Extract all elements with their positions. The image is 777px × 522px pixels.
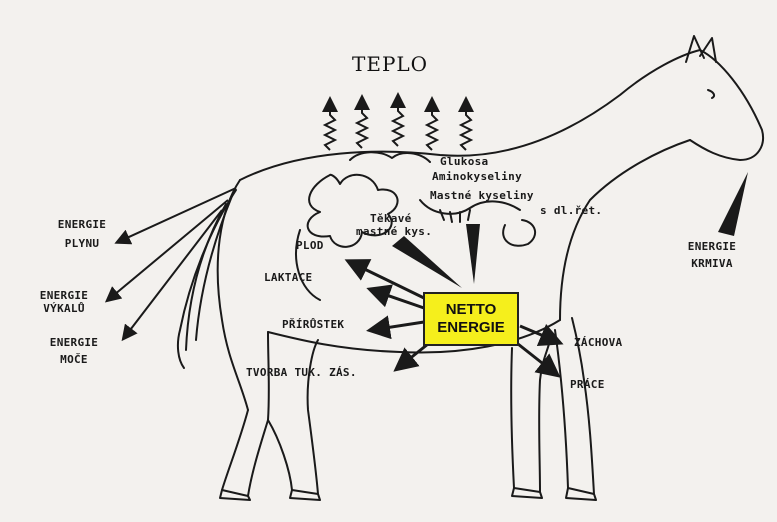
label-tekave: Těkavé [370, 212, 412, 225]
label-mastne-kyseliny: Mastné kyseliny [430, 189, 534, 202]
vykalu-line-1: ENERGIE [32, 289, 96, 302]
label-energie-vykalu: ENERGIE VÝKALŮ [32, 289, 96, 315]
label-aminokyseliny: Aminokyseliny [432, 170, 522, 183]
heat-title: TEPLO [352, 52, 428, 76]
label-energie-krmiva: ENERGIE KRMIVA [678, 240, 746, 270]
netto-line-2: ENERGIE [437, 319, 505, 337]
plynu-line-1: ENERGIE [50, 218, 114, 231]
moce-line-1: ENERGIE [42, 336, 106, 349]
label-energie-plynu: ENERGIE PLYNU [50, 218, 114, 250]
label-prirustek: PŘÍRŮSTEK [282, 318, 344, 331]
netto-line-1: NETTO [446, 301, 497, 319]
label-laktace: LAKTACE [264, 271, 312, 284]
moce-line-2: MOČE [42, 353, 106, 366]
krmiva-line-1: ENERGIE [678, 240, 746, 253]
label-tvorba: TVORBA TUK. ZÁS. [246, 366, 357, 379]
feed-wedge [718, 172, 748, 236]
label-dl-ret: s dl.řet. [540, 204, 602, 217]
label-prace: PRÁCE [570, 378, 605, 391]
vykalu-line-2: VÝKALŮ [32, 302, 96, 315]
netto-energy-box: NETTO ENERGIE [423, 292, 519, 346]
label-zachova: ZÁCHOVA [574, 336, 622, 349]
horse-outline [178, 36, 763, 500]
label-mastne-kys: mastné kys. [356, 225, 432, 238]
label-plod: PLOD [296, 239, 324, 252]
krmiva-line-2: KRMIVA [678, 257, 746, 270]
heat-arrows [325, 96, 471, 150]
label-energie-moce: ENERGIE MOČE [42, 336, 106, 366]
plynu-line-2: PLYNU [50, 237, 114, 250]
label-glukosa: Glukosa [440, 155, 488, 168]
